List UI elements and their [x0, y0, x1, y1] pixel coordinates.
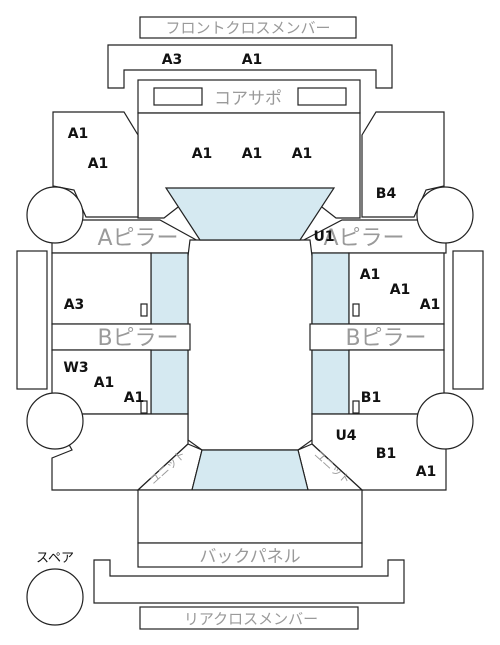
front-left-door-handle	[140, 303, 148, 317]
core-support-headlight-right	[297, 87, 347, 106]
front-left-door-grade: A3	[64, 297, 85, 313]
front-left-fender-grade-1: A1	[68, 126, 89, 142]
trunk-lid[interactable]	[137, 489, 363, 544]
rear-left-wheel[interactable]	[26, 392, 84, 450]
spare-tire[interactable]	[26, 568, 84, 626]
front-right-door-grade-3: A1	[420, 297, 441, 313]
b-pillar-right[interactable]	[309, 323, 445, 351]
front-bumper-grade-left: A3	[162, 52, 183, 68]
hood-grade-3: A1	[292, 146, 313, 162]
roof-opening	[187, 239, 313, 451]
front-left-fender-grade-2: A1	[88, 156, 109, 172]
front-left-window[interactable]	[150, 252, 189, 325]
rear-window[interactable]	[191, 449, 309, 491]
rear-left-quarter[interactable]	[50, 413, 189, 491]
a-pillar-left-label: Aピラー	[97, 226, 178, 251]
front-right-door-grade-2: A1	[390, 282, 411, 298]
spare-label: スペア	[36, 551, 74, 566]
front-cross-member-label: フロントクロスメンバー	[165, 19, 330, 37]
front-right-fender-grade: B4	[376, 186, 397, 202]
front-cross-member[interactable]	[139, 16, 357, 39]
front-left-door[interactable]	[51, 252, 152, 325]
rear-right-quarter-grade-3: A1	[416, 464, 437, 480]
front-right-door-handle	[352, 303, 360, 317]
front-left-wheel[interactable]	[26, 186, 84, 244]
core-support-headlight-left	[153, 87, 203, 106]
rear-right-quarter-grade-1: U4	[335, 428, 356, 444]
right-side-sill[interactable]	[452, 250, 484, 390]
hood-grade-2: A1	[242, 146, 263, 162]
rear-right-wheel[interactable]	[416, 392, 474, 450]
b-pillar-right-label: Bピラー	[345, 326, 426, 351]
rear-left-door-grade-1: W3	[63, 360, 88, 376]
front-right-window[interactable]	[311, 252, 350, 325]
front-right-wheel[interactable]	[416, 186, 474, 244]
front-bumper[interactable]	[107, 44, 393, 89]
rear-right-window[interactable]	[311, 349, 350, 415]
rear-cross-member-label: リアクロスメンバー	[184, 610, 318, 628]
b-pillar-left-label: Bピラー	[97, 326, 178, 351]
left-side-sill[interactable]	[16, 250, 48, 390]
back-panel[interactable]	[137, 542, 363, 568]
front-right-door[interactable]	[348, 252, 445, 325]
hood-grade-1: A1	[192, 146, 213, 162]
windshield[interactable]	[164, 187, 336, 241]
rear-right-door-grade: B1	[361, 390, 381, 406]
b-pillar-left[interactable]	[51, 323, 191, 351]
rear-left-door-grade-2: A1	[94, 375, 115, 391]
rear-right-quarter-grade-2: B1	[376, 446, 396, 462]
back-panel-label: バックパネル	[199, 547, 300, 567]
rear-cross-member[interactable]	[139, 606, 359, 630]
rear-left-door-grade-3: A1	[124, 390, 145, 406]
front-right-door-grade-1: A1	[360, 267, 381, 283]
core-support-label: コアサポ	[214, 89, 282, 109]
rear-left-door-handle	[140, 400, 148, 414]
right-a-pillar-grade: U1	[313, 229, 334, 245]
front-bumper-grade-right: A1	[242, 52, 263, 68]
rear-left-window[interactable]	[150, 349, 189, 415]
a-pillar-right-label: Aピラー	[323, 226, 404, 251]
rear-right-door-handle	[352, 400, 360, 414]
rear-bumper[interactable]	[93, 559, 405, 604]
